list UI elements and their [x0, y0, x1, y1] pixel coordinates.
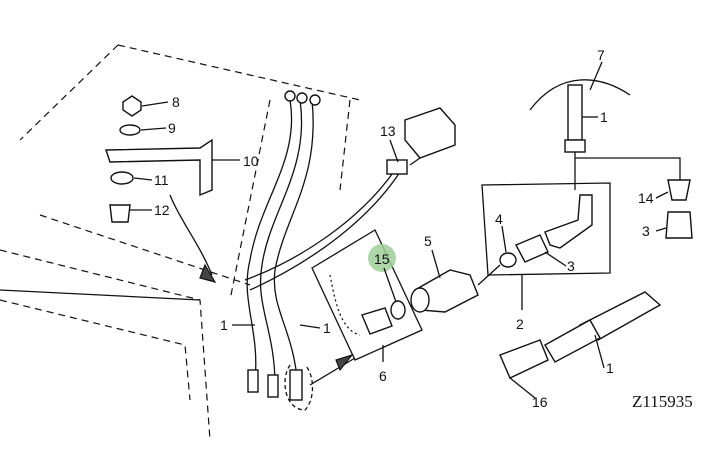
kit-box-2 — [481, 182, 611, 276]
highlight-marker — [368, 244, 396, 272]
callout-1: 1 — [606, 360, 614, 376]
callout-3: 3 — [642, 223, 650, 239]
callout-3: 3 — [567, 258, 575, 274]
connector — [386, 107, 456, 175]
callout-9: 9 — [168, 120, 176, 136]
callout-12: 12 — [154, 202, 170, 218]
kit-box-6 — [309, 229, 423, 386]
callouts: 8 9 10 11 12 13 7 1 14 3 4 5 3 2 15 6 1 … — [154, 47, 693, 411]
hose-bundle — [244, 90, 401, 411]
callout-7: 7 — [597, 47, 605, 63]
callout-6: 6 — [379, 368, 387, 384]
callout-16: 16 — [532, 394, 548, 410]
callout-4: 4 — [495, 211, 503, 227]
tractor-outline — [0, 44, 361, 441]
callout-8: 8 — [172, 94, 180, 110]
callout-11: 11 — [154, 172, 169, 188]
callout-1: 1 — [323, 320, 331, 336]
hose-assembly-7 — [529, 79, 693, 239]
callout-14: 14 — [638, 190, 654, 206]
leader-lines — [130, 61, 669, 369]
callout-5: 5 — [424, 233, 432, 249]
coupler — [410, 264, 501, 313]
callout-10: 10 — [243, 153, 259, 169]
hose-assembly-lower — [499, 291, 662, 399]
callout-13: 13 — [380, 123, 396, 139]
callout-1: 1 — [600, 109, 608, 125]
callout-2: 2 — [516, 316, 524, 332]
callout-15: 15 — [374, 251, 390, 267]
callout-1: 1 — [220, 317, 228, 333]
bracket-assembly — [105, 95, 217, 283]
reference-number: Z115935 — [632, 392, 693, 411]
